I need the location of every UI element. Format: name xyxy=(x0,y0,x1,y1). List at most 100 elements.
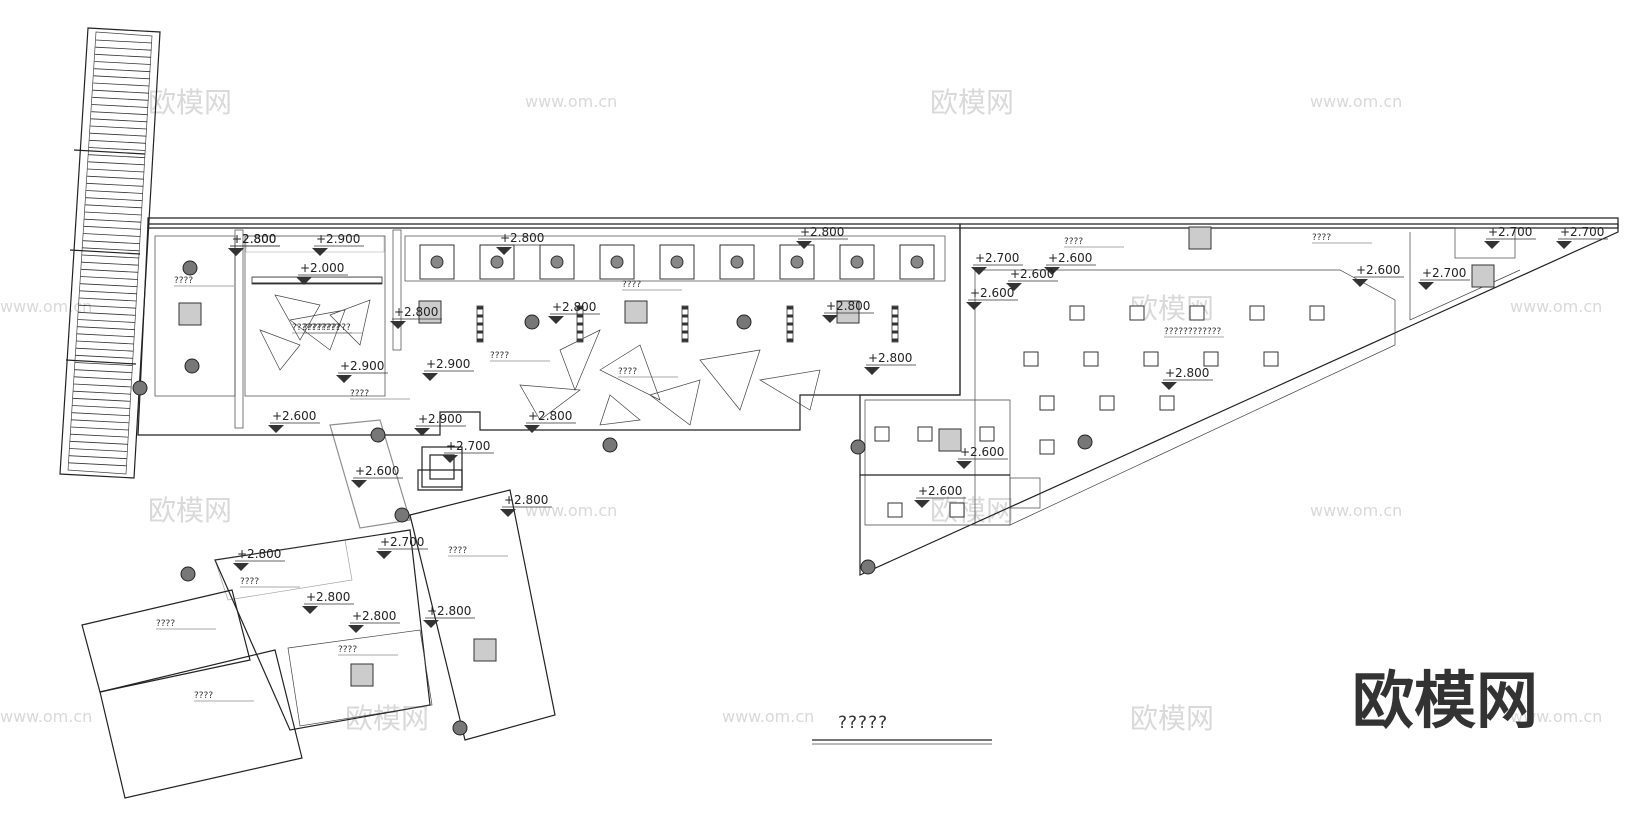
column-marker xyxy=(1077,434,1093,450)
watermark-site: www.om.cn xyxy=(722,707,814,726)
level-triangle-icon xyxy=(296,277,312,285)
level-marker: +2.800 xyxy=(864,351,916,375)
level-marker: +2.700 xyxy=(442,439,494,463)
level-marker: +2.600 xyxy=(956,445,1008,469)
grille-fixture xyxy=(1129,305,1145,321)
brand-logo: 欧模网 xyxy=(1352,664,1538,737)
level-triangle-icon xyxy=(414,428,430,436)
level-triangle-icon xyxy=(422,373,438,381)
level-triangle-icon xyxy=(1006,283,1022,291)
level-label: +2.800 xyxy=(306,590,350,604)
level-label: +2.600 xyxy=(1356,263,1400,277)
grille-fixture xyxy=(1099,395,1115,411)
linear-light xyxy=(786,305,794,343)
level-label: +2.800 xyxy=(352,609,396,623)
level-marker: +2.800 xyxy=(548,300,600,324)
level-triangle-icon xyxy=(390,321,406,329)
room-notes: ????????????????????????????????????????… xyxy=(156,233,1372,702)
level-triangle-icon xyxy=(1352,279,1368,287)
level-triangle-icon xyxy=(548,316,564,324)
level-triangle-icon xyxy=(864,367,880,375)
grille-fixture xyxy=(917,426,933,442)
downlight-fixture xyxy=(839,244,875,280)
grille-fixture xyxy=(1309,305,1325,321)
room-note: ???? xyxy=(156,619,216,630)
level-label: +2.600 xyxy=(272,409,316,423)
column-marker xyxy=(180,566,196,582)
level-label: +2.600 xyxy=(960,445,1004,459)
air-vent xyxy=(836,300,860,324)
level-triangle-icon xyxy=(268,425,284,433)
level-marker: +2.600 xyxy=(914,484,966,508)
downlight-fixture xyxy=(779,244,815,280)
grille-fixture xyxy=(1143,351,1159,367)
note-label: ?????????? xyxy=(303,323,351,333)
room-note: ?????????? xyxy=(303,323,363,334)
level-marker: +2.000 xyxy=(296,261,348,285)
downlight-fixture xyxy=(599,244,635,280)
grid-hall xyxy=(859,223,1619,576)
level-marker: +2.800 xyxy=(496,231,548,255)
level-label: +2.800 xyxy=(232,232,276,246)
column-marker xyxy=(452,720,468,736)
column-marker xyxy=(736,314,752,330)
room-note: ???? xyxy=(240,577,300,588)
level-triangle-icon xyxy=(423,620,439,628)
column-marker xyxy=(602,437,618,453)
grille-fixture xyxy=(979,426,995,442)
feature-ceiling-shards xyxy=(259,294,821,426)
light-fixtures xyxy=(132,226,1495,736)
level-label: +2.600 xyxy=(1048,251,1092,265)
level-marker: +2.900 xyxy=(422,357,474,381)
level-triangle-icon xyxy=(336,375,352,383)
watermark-site: www.om.cn xyxy=(1310,501,1402,520)
level-label: +2.700 xyxy=(1422,266,1466,280)
level-label: +2.800 xyxy=(394,305,438,319)
level-label: +2.600 xyxy=(918,484,962,498)
level-marker: +2.800 xyxy=(348,609,400,633)
grille-fixture xyxy=(1203,351,1219,367)
note-label: ???????????? xyxy=(1164,327,1222,337)
level-label: +2.800 xyxy=(500,231,544,245)
level-marker: +2.600 xyxy=(1044,251,1096,275)
note-label: ???? xyxy=(156,619,175,629)
level-marker: +2.800 xyxy=(390,305,442,329)
column-marker xyxy=(370,427,386,443)
level-marker: +2.800 xyxy=(524,409,576,433)
linear-light xyxy=(681,305,689,343)
grille-fixture xyxy=(1039,395,1055,411)
note-label: ???? xyxy=(194,691,213,701)
room-note: ???? xyxy=(194,691,254,702)
downlight-fixture xyxy=(659,244,695,280)
level-label: +2.900 xyxy=(316,232,360,246)
level-label: +2.800 xyxy=(528,409,572,423)
level-triangle-icon xyxy=(233,563,249,571)
downlight-fixture xyxy=(419,244,455,280)
level-marker: +2.800 xyxy=(796,225,848,249)
downlight-fixture xyxy=(899,244,935,280)
level-marker: +2.800 xyxy=(1161,366,1213,390)
grille-fixture xyxy=(1069,305,1085,321)
note-label: ?????????? xyxy=(292,323,340,333)
level-marker: +2.700 xyxy=(1556,225,1608,249)
note-label: ???? xyxy=(350,389,369,399)
level-triangle-icon xyxy=(956,461,972,469)
air-vent xyxy=(473,638,497,662)
main-corridor xyxy=(137,217,1619,436)
level-label: +2.900 xyxy=(340,359,384,373)
level-triangle-icon xyxy=(351,480,367,488)
note-label: ???? xyxy=(1064,237,1083,247)
watermark-brand: 欧模网 xyxy=(148,494,232,527)
grille-fixture xyxy=(887,502,903,518)
air-vent xyxy=(624,300,648,324)
room-note: ???? xyxy=(448,546,508,557)
level-label: +2.800 xyxy=(868,351,912,365)
column-marker xyxy=(184,358,200,374)
note-label: ???? xyxy=(174,276,193,286)
level-marker: +2.600 xyxy=(1006,267,1058,291)
level-marker: +2.800 xyxy=(500,493,552,517)
level-triangle-icon xyxy=(914,500,930,508)
downlight-fixture xyxy=(539,244,575,280)
level-triangle-icon xyxy=(500,509,516,517)
